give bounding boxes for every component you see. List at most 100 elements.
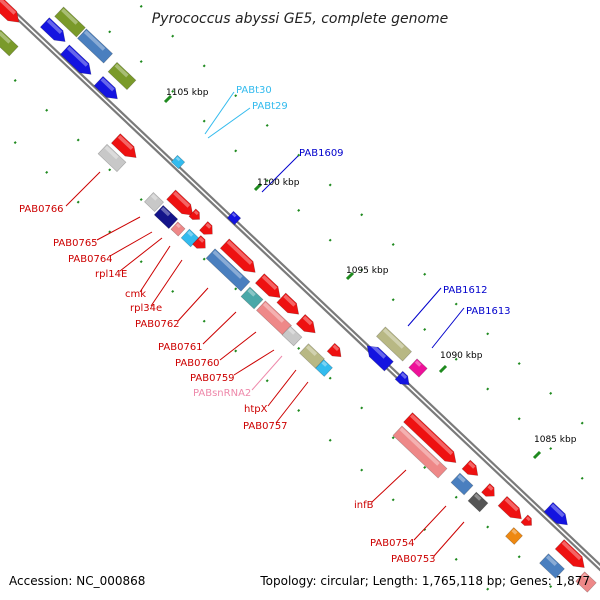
gene-PAB0760[interactable] <box>254 273 284 303</box>
gene-label-PAB1609[interactable]: PAB1609 <box>299 148 344 159</box>
label-leader-lines <box>65 91 465 557</box>
gene-PAB1612[interactable] <box>363 341 394 372</box>
leader-line <box>251 355 283 391</box>
leader-line <box>407 287 442 327</box>
kbp-labels: 1105 kbp 1100 kbp 1095 kbp 1090 kbp 1085… <box>166 88 577 445</box>
gene-label-PABt29[interactable]: PABt29 <box>252 101 288 112</box>
gene-lower-pink[interactable] <box>575 571 597 593</box>
gene-PAB0762[interactable] <box>219 238 259 277</box>
tick-mark <box>328 438 332 442</box>
gene-PAB0753-b[interactable] <box>520 514 535 529</box>
gene-label-PAB0761[interactable]: PAB0761 <box>158 342 203 353</box>
gene-upper-blue-3[interactable] <box>93 75 122 103</box>
gene-htpX[interactable] <box>295 313 319 337</box>
gene-label-PAB0759[interactable]: PAB0759 <box>190 373 235 384</box>
tick-mark <box>549 391 553 395</box>
gene-infB-pink[interactable] <box>392 425 448 479</box>
gene-label-PAB1612[interactable]: PAB1612 <box>443 285 488 296</box>
kbp-label-1085: 1085 kbp <box>534 435 577 445</box>
gene-PAB1613-b[interactable] <box>394 370 413 389</box>
gene-label-PAB0760[interactable]: PAB0760 <box>175 358 220 369</box>
gene-upper-blue-2[interactable] <box>60 44 95 79</box>
tick-mark <box>45 170 49 174</box>
gene-lower-steelblue[interactable] <box>539 553 565 579</box>
gene-label-PABsnRNA2[interactable]: PABsnRNA2 <box>193 388 251 399</box>
gene-PAB0765-grey[interactable] <box>144 192 164 212</box>
gene-upper-red-1[interactable] <box>0 0 23 27</box>
kbp-label-1100: 1100 kbp <box>257 178 300 188</box>
tick-mark <box>76 200 80 204</box>
tick-mark <box>360 406 364 410</box>
gene-label-PAB0757[interactable]: PAB0757 <box>243 421 288 432</box>
kbp-major-tick <box>345 271 355 281</box>
gene-PAB0764[interactable] <box>153 204 179 230</box>
gene-lower-blue[interactable] <box>543 501 572 529</box>
tick-mark <box>360 213 364 217</box>
gene-label-PAB0766[interactable]: PAB0766 <box>19 204 64 215</box>
gene-grey-1[interactable] <box>97 143 127 173</box>
gene-htpX-grey[interactable] <box>281 325 303 347</box>
gene-PAB0757-khaki[interactable] <box>299 343 325 369</box>
gene-lower-red[interactable] <box>554 539 589 573</box>
gene-label-rpl14E[interactable]: rpl14E <box>95 269 127 280</box>
gene-upper-olive-2[interactable] <box>54 6 86 38</box>
gene-label-PABt30[interactable]: PABt30 <box>236 85 272 96</box>
leader-line <box>275 381 309 424</box>
gene-rpl34e-b[interactable] <box>192 235 210 253</box>
gene-PAB0766[interactable] <box>110 133 140 163</box>
gene-PAB0754-dark[interactable] <box>467 491 489 513</box>
tick-mark <box>360 468 364 472</box>
tick-mark <box>202 64 206 68</box>
tick-mark <box>202 119 206 123</box>
gene-label-PAB0765[interactable]: PAB0765 <box>53 238 98 249</box>
tick-mark <box>171 289 175 293</box>
gene-PAB0759-r[interactable] <box>276 292 303 319</box>
genome-backbone <box>1 1 600 572</box>
tick-mark <box>202 319 206 323</box>
tick-mark <box>328 376 332 380</box>
gene-PAB0757[interactable] <box>315 359 333 377</box>
tick-mark <box>297 208 301 212</box>
gene-upper-olive-1[interactable] <box>0 29 19 57</box>
leader-line <box>431 307 465 349</box>
tick-mark <box>171 89 175 93</box>
gene-label-htpX[interactable]: htpX <box>244 404 268 415</box>
gene-PAB1613[interactable] <box>408 358 428 378</box>
gene-label-infB[interactable]: infB <box>354 500 374 511</box>
gene-PAB0765[interactable] <box>166 189 198 220</box>
tick-mark <box>108 168 112 172</box>
gene-rpl34e-r[interactable] <box>199 221 217 239</box>
gene-PAB0759[interactable] <box>240 286 264 310</box>
gene-PABt30[interactable] <box>170 154 186 170</box>
gene-PAB0754-b[interactable] <box>481 483 499 501</box>
gene-rpl14E[interactable] <box>188 208 203 223</box>
gene-PAB0761[interactable] <box>205 248 251 292</box>
gene-upper-olive-3[interactable] <box>107 61 137 91</box>
gene-upper-blue-1[interactable] <box>39 17 69 47</box>
kbp-tick-track <box>13 4 584 591</box>
kbp-label-1095: 1095 kbp <box>346 266 389 276</box>
kbp-major-tick <box>253 182 263 192</box>
gene-PAB0754[interactable] <box>461 459 482 480</box>
gene-PAB1612-khaki[interactable] <box>376 326 412 362</box>
gene-htpX-b[interactable] <box>326 342 345 361</box>
gene-PAB0754-steelblue[interactable] <box>450 472 474 496</box>
gene-label-cmk[interactable]: cmk <box>125 289 146 300</box>
gene-cmk[interactable] <box>170 221 186 237</box>
gene-label-PAB0764[interactable]: PAB0764 <box>68 254 113 265</box>
gene-label-PAB0753[interactable]: PAB0753 <box>391 554 436 565</box>
leader-line <box>177 287 209 322</box>
tick-mark <box>234 94 238 98</box>
gene-PAB0753-orange[interactable] <box>505 527 523 545</box>
gene-PAB1609[interactable] <box>226 210 242 226</box>
gene-PAB0753[interactable] <box>497 495 526 523</box>
gene-label-rpl34e[interactable]: rpl34e <box>130 303 162 314</box>
gene-infB[interactable] <box>403 412 461 468</box>
gene-label-PAB0754[interactable]: PAB0754 <box>370 538 415 549</box>
leader-line <box>96 216 141 241</box>
gene-label-PAB0762[interactable]: PAB0762 <box>135 319 180 330</box>
gene-label-PAB1613[interactable]: PAB1613 <box>466 306 511 317</box>
gene-upper-steelblue[interactable] <box>77 28 113 64</box>
